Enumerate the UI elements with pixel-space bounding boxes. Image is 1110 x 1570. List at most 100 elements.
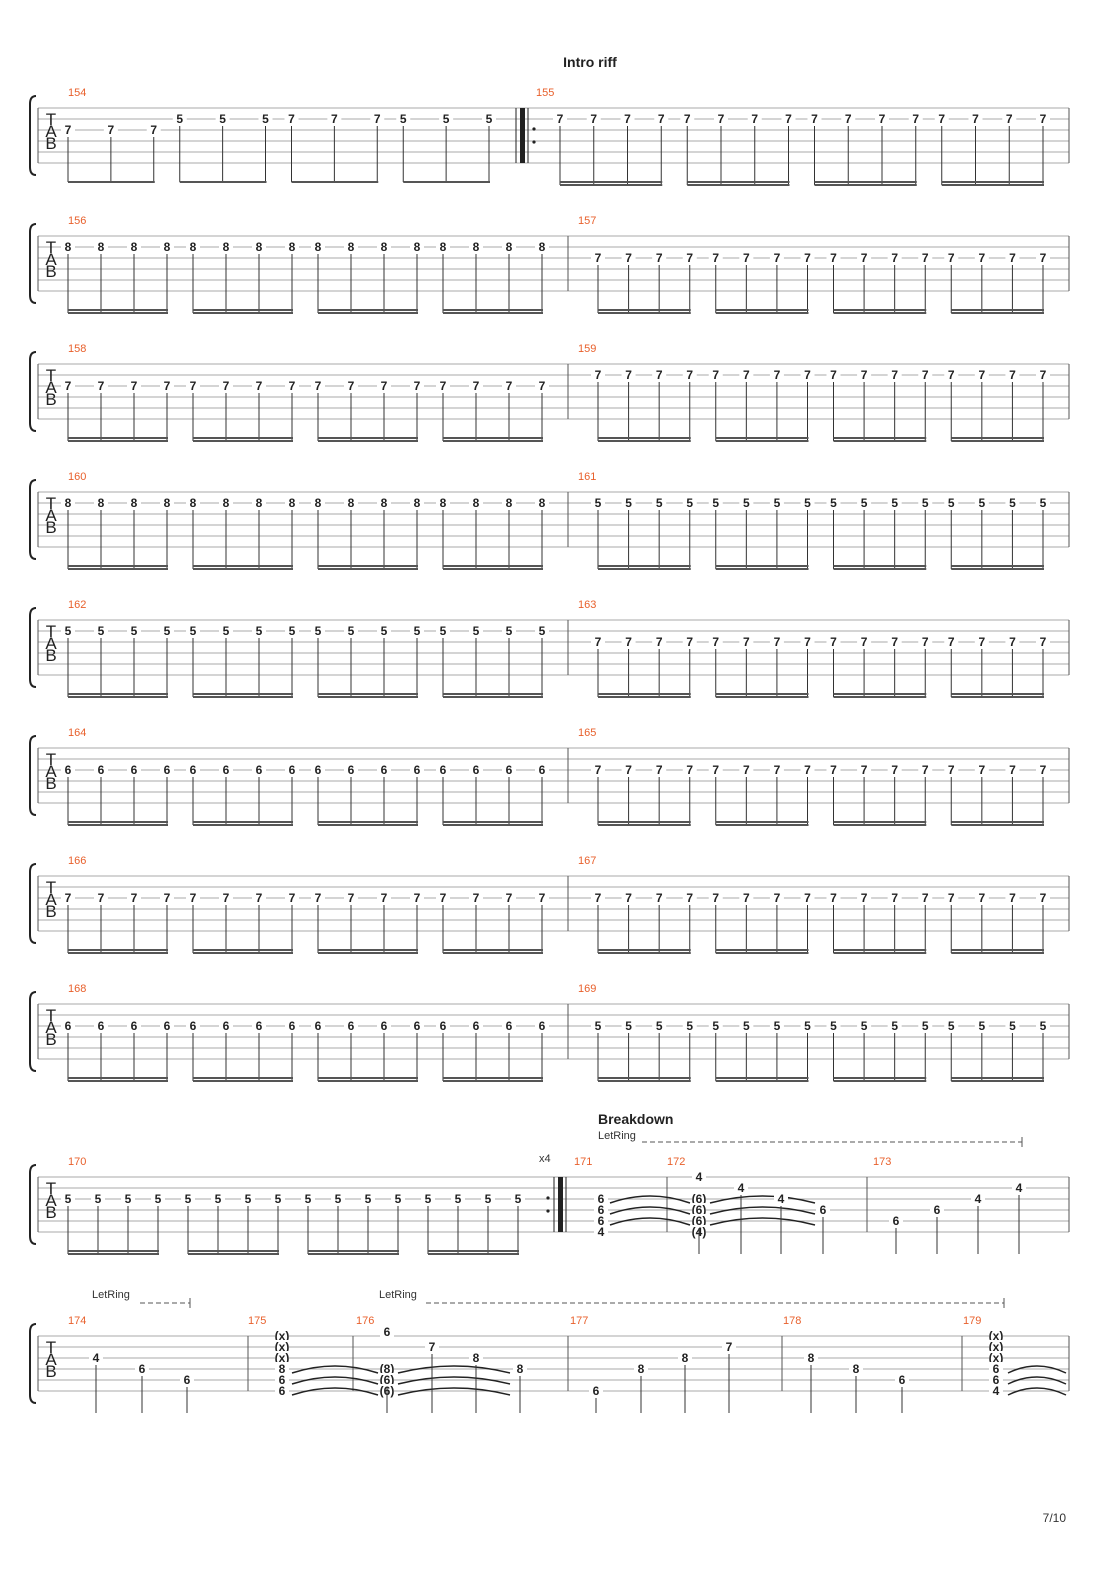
fret-bg (594, 1203, 608, 1215)
beam (951, 952, 1044, 954)
fret-number: 5 (414, 624, 421, 638)
fret-bg (989, 1351, 1003, 1363)
fret-bg (682, 891, 697, 903)
fret-bg (974, 635, 989, 647)
fret-bg (160, 379, 174, 391)
beam (68, 568, 168, 570)
beam (193, 309, 293, 311)
beam (951, 565, 1044, 567)
fret-number: 7 (861, 251, 868, 265)
fret-number: 7 (1040, 635, 1047, 649)
fret-number: 5 (891, 1019, 898, 1033)
beam (687, 184, 790, 186)
fret-bg (652, 1019, 667, 1031)
bar-number: 169 (578, 983, 596, 995)
fret-bg (739, 251, 754, 263)
beam (193, 437, 293, 439)
let-ring-label: LetRing (379, 1289, 417, 1301)
fret-bg (285, 379, 299, 391)
fret-number: 7 (686, 635, 693, 649)
fret-bg (469, 1351, 483, 1363)
fret-number: 7 (891, 763, 898, 777)
fret-number: 6 (899, 1373, 906, 1387)
fret-number: 6 (384, 1325, 391, 1339)
fret-bg (502, 240, 516, 252)
tab-clef-letter: T (46, 750, 56, 769)
fret-number: 8 (131, 496, 138, 510)
beam (598, 568, 691, 570)
beam (318, 1080, 418, 1082)
fret-bg (621, 763, 636, 775)
fret-bg (769, 368, 784, 380)
repeat-dot (546, 1196, 550, 1200)
fret-bg (875, 112, 889, 124)
fret-number: 4 (778, 1192, 785, 1206)
fret-bg (1036, 112, 1050, 124)
fret-bg (1005, 1019, 1020, 1031)
page-number: 7/10 (1043, 1511, 1067, 1525)
fret-number: 5 (774, 1019, 781, 1033)
fret-number: 7 (804, 251, 811, 265)
fret-bg (285, 1019, 299, 1031)
bar-number: 178 (783, 1315, 801, 1327)
fret-bg (94, 1019, 108, 1031)
fret-bg (275, 1362, 289, 1374)
fret-number: 7 (948, 635, 955, 649)
beam (291, 181, 379, 183)
fret-bg (513, 1362, 527, 1374)
fret-number: 7 (595, 635, 602, 649)
fret-number: 5 (65, 624, 72, 638)
beam (598, 824, 691, 826)
fret-bg (160, 496, 174, 508)
fret-number: 7 (625, 891, 632, 905)
tie-arc (609, 1217, 691, 1226)
fret-bg (591, 368, 605, 380)
fret-bg (682, 763, 697, 775)
beam (598, 696, 691, 698)
fret-bg (1005, 251, 1020, 263)
tab-clef-letter: A (45, 890, 57, 909)
fret-number: 6 (190, 1019, 197, 1033)
bar-number: 156 (68, 215, 86, 227)
tab-clef-letter: T (46, 1338, 56, 1357)
tie-arc (709, 1217, 816, 1226)
fret-number: 7 (414, 891, 421, 905)
fret-number: 6 (315, 1019, 322, 1033)
fret-bg (857, 368, 872, 380)
tab-clef-letter: A (45, 762, 57, 781)
tie-arc (291, 1365, 379, 1374)
fret-bg (180, 1373, 194, 1385)
repeat-dot (532, 140, 536, 144)
tab-clef-letter: T (46, 366, 56, 385)
fret-number: 5 (395, 1192, 402, 1206)
fret-bg (682, 635, 697, 647)
fret-number: 7 (774, 891, 781, 905)
fret-number: (x) (275, 1351, 290, 1365)
fret-number: 8 (539, 240, 546, 254)
fret-bg (887, 496, 902, 508)
fret-number: 8 (853, 1362, 860, 1376)
fret-bg (380, 1362, 394, 1374)
bar-number: 154 (68, 87, 86, 99)
fret-bg (535, 379, 549, 391)
fret-bg (1036, 368, 1050, 380)
bar-number: 158 (68, 343, 86, 355)
fret-bg (857, 251, 872, 263)
fret-bg (241, 1192, 255, 1204)
fret-number: 5 (1009, 1019, 1016, 1033)
fret-number: 6 (993, 1373, 1000, 1387)
fret-bg (652, 496, 667, 508)
beam (68, 952, 168, 954)
beam (598, 949, 691, 951)
fret-number: 4 (696, 1170, 703, 1184)
fret-number: 7 (539, 891, 546, 905)
bar-number: 168 (68, 983, 86, 995)
fret-number: 6 (348, 1019, 355, 1033)
beam (193, 821, 293, 823)
fret-bg (181, 1192, 195, 1204)
fret-bg (252, 1019, 266, 1031)
beam (833, 693, 927, 695)
fret-number: 7 (1009, 763, 1016, 777)
fret-number: 7 (1009, 251, 1016, 265)
beam (193, 693, 293, 695)
